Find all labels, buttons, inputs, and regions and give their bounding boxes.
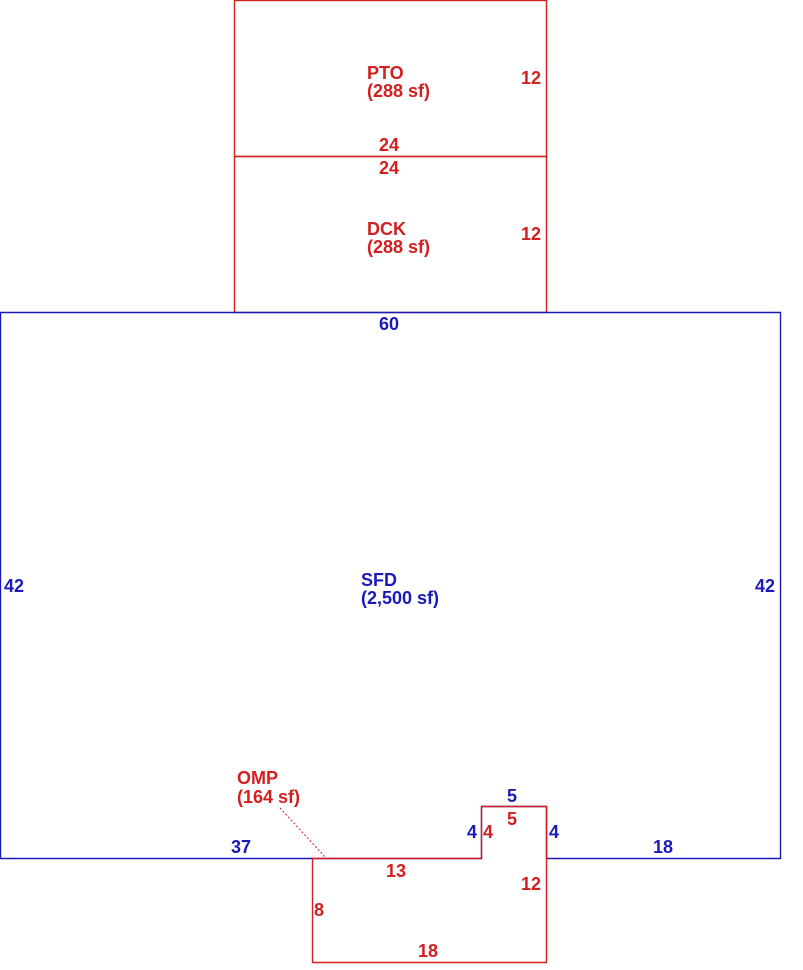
omp-right-dimension: 12 — [521, 874, 541, 894]
dck-area-label: (288 sf) — [367, 237, 430, 257]
pto-area-label: (288 sf) — [367, 81, 430, 101]
sfd-notch-top-dimension: 5 — [507, 786, 517, 806]
omp-outline — [311, 805, 548, 964]
sfd-bottom-left-dimension: 37 — [231, 837, 251, 857]
omp-area-label: (164 sf) — [237, 787, 300, 807]
sfd-left-dimension: 42 — [4, 576, 24, 596]
omp-leader-line — [279, 807, 327, 859]
omp-notch-top-dimension: 5 — [507, 809, 517, 829]
sfd-bottom-right-dimension: 18 — [653, 837, 673, 857]
sfd-notch-left-dimension: 4 — [467, 822, 477, 842]
omp-top-dimension: 13 — [386, 861, 406, 881]
omp-code-label: OMP — [237, 768, 278, 788]
omp-left-dimension: 8 — [314, 900, 324, 920]
sfd-notch-right-dimension: 4 — [549, 822, 559, 842]
dck-code-label: DCK — [367, 219, 406, 239]
omp-notch-left-dimension: 4 — [483, 822, 493, 842]
sfd-code-label: SFD — [361, 570, 397, 590]
omp-bottom-dimension: 18 — [418, 941, 438, 961]
sfd-right-dimension: 42 — [755, 576, 775, 596]
pto-bottom-dimension: 24 — [379, 135, 399, 155]
dck-top-dimension: 24 — [379, 158, 399, 178]
dck-side-dimension: 12 — [521, 224, 541, 244]
sfd-area-label: (2,500 sf) — [361, 588, 439, 608]
pto-side-dimension: 12 — [521, 68, 541, 88]
sfd-top-dimension: 60 — [379, 314, 399, 334]
pto-code-label: PTO — [367, 63, 404, 83]
